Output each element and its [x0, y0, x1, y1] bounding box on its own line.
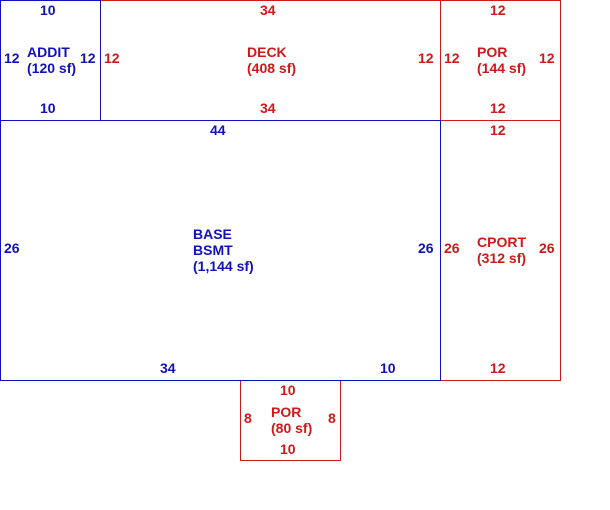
por-bottom-bottom-dim: 10 — [280, 441, 296, 457]
addit-size: (120 sf) — [27, 60, 77, 76]
base-bottom-left-dim: 34 — [160, 360, 176, 376]
deck-bottom-dim: 34 — [260, 100, 276, 116]
deck-label: DECK (408 sf) — [247, 44, 296, 76]
cport-top-dim: 12 — [490, 122, 506, 138]
basement-outline — [0, 120, 441, 381]
base-label: BASE BSMT (1,144 sf) — [193, 226, 254, 274]
por-bottom-left-dim: 8 — [244, 410, 252, 426]
base-name2: BSMT — [193, 242, 233, 258]
addit-label: ADDIT (120 sf) — [27, 44, 76, 76]
deck-size: (408 sf) — [247, 60, 297, 76]
addit-right-dim: 12 — [80, 50, 96, 66]
por-bottom-top-dim: 10 — [280, 382, 296, 398]
addit-left-dim: 12 — [4, 50, 20, 66]
base-bottom-right-dim: 10 — [380, 360, 396, 376]
cport-bottom-dim: 12 — [490, 360, 506, 376]
deck-left-dim: 12 — [104, 50, 120, 66]
deck-name: DECK — [247, 44, 287, 60]
por-bottom-name: POR — [271, 404, 302, 420]
base-size: (1,144 sf) — [193, 258, 254, 274]
cport-label: CPORT (312 sf) — [477, 234, 526, 266]
base-top-dim: 44 — [210, 122, 226, 138]
por-top-size: (144 sf) — [477, 60, 527, 76]
por-bottom-label: POR (80 sf) — [271, 404, 312, 436]
addit-bottom-dim: 10 — [40, 100, 56, 116]
por-bottom-size: (80 sf) — [271, 420, 313, 436]
deck-top-dim: 34 — [260, 2, 276, 18]
addit-top-dim: 10 — [40, 2, 56, 18]
deck-right-dim: 12 — [418, 50, 434, 66]
por-bottom-right-dim: 8 — [328, 410, 336, 426]
cport-name: CPORT — [477, 234, 526, 250]
cport-left-dim: 26 — [444, 240, 460, 256]
addit-name: ADDIT — [27, 44, 70, 60]
por-top-left-dim: 12 — [444, 50, 460, 66]
por-top-label: POR (144 sf) — [477, 44, 526, 76]
por-top-top-dim: 12 — [490, 2, 506, 18]
cport-size: (312 sf) — [477, 250, 527, 266]
por-top-bottom-dim: 12 — [490, 100, 506, 116]
base-right-dim: 26 — [418, 240, 434, 256]
base-name: BASE — [193, 226, 232, 242]
cport-right-dim: 26 — [539, 240, 555, 256]
por-top-right-dim: 12 — [539, 50, 555, 66]
base-left-dim: 26 — [4, 240, 20, 256]
por-top-name: POR — [477, 44, 508, 60]
